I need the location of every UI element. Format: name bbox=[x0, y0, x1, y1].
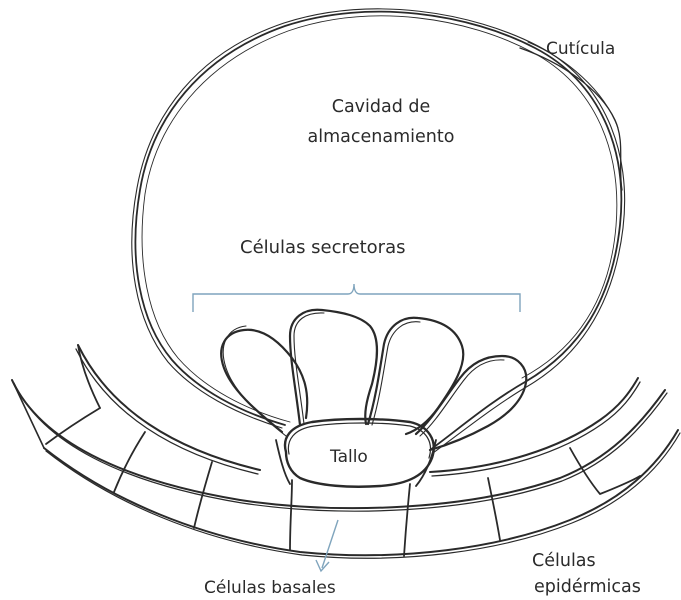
storage-cavity-label-line1: Cavidad de bbox=[290, 92, 472, 122]
secretory-cells bbox=[221, 310, 526, 450]
stalk-label: Tallo bbox=[330, 445, 368, 469]
basal-arrow bbox=[316, 520, 338, 571]
cuticle-label: Cutícula bbox=[546, 37, 615, 61]
secretory-cell-2 bbox=[290, 310, 377, 425]
epidermal-cells-label: Células epidérmicas bbox=[532, 548, 672, 600]
storage-cavity-label: Cavidad de almacenamiento bbox=[290, 92, 472, 152]
epidermal-cells-label-line2: epidérmicas bbox=[534, 574, 672, 600]
secretory-bracket bbox=[193, 284, 520, 312]
storage-cavity-outline bbox=[132, 9, 625, 453]
basal-cells-label: Células basales bbox=[204, 576, 336, 600]
storage-cavity-label-line2: almacenamiento bbox=[290, 122, 472, 152]
epidermal-cells-label-line1: Células bbox=[532, 548, 672, 574]
secretory-cell-4 bbox=[416, 356, 526, 450]
secretory-cells-label: Células secretoras bbox=[240, 236, 406, 260]
